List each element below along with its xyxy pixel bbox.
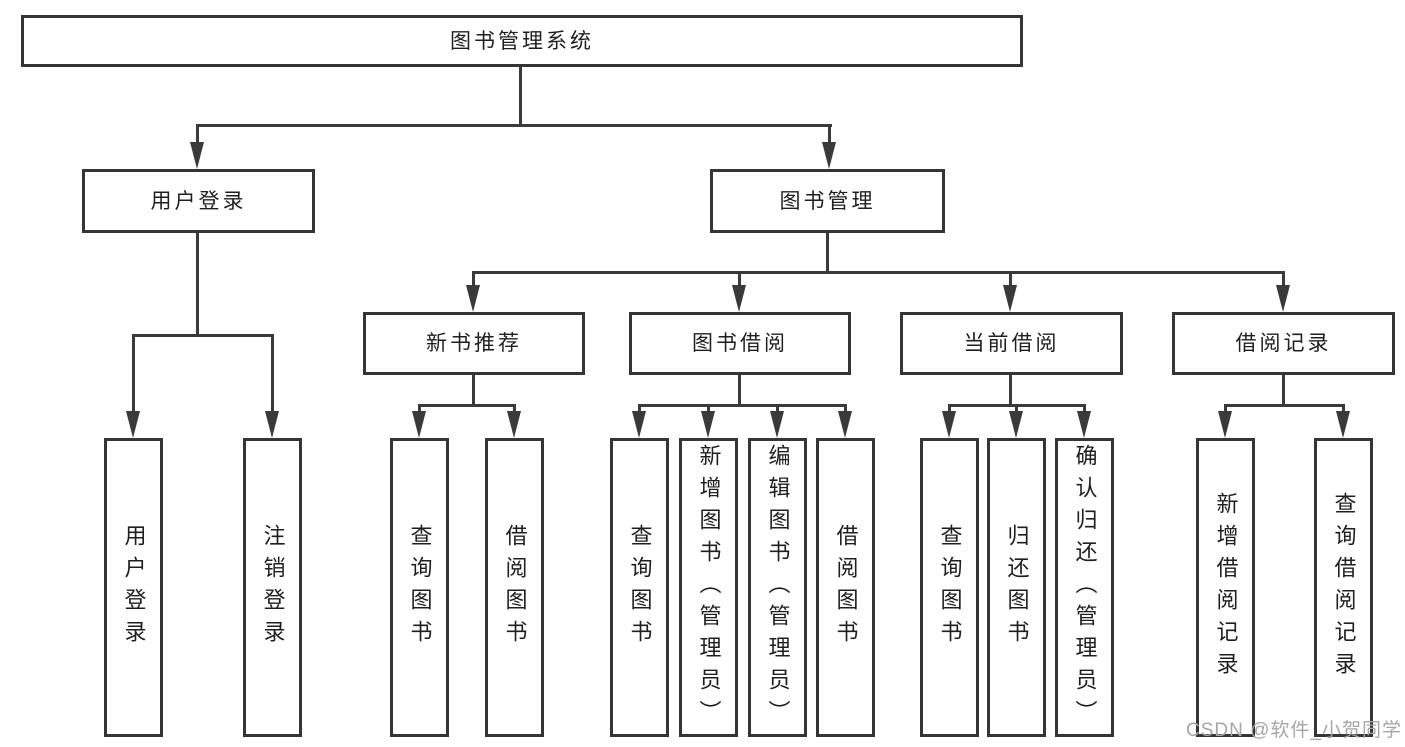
leaf-edit-books-admin: 编辑图书（管理员）	[748, 438, 807, 737]
node-library-management-system: 图书管理系统	[21, 15, 1023, 67]
leaf-label: 新增图书（管理员）	[696, 443, 722, 732]
arrow-down-icon	[822, 142, 836, 169]
node-new-book-recommend: 新书推荐	[363, 312, 585, 375]
leaf-borrow-books: 借阅图书	[816, 438, 875, 737]
leaf-label: 查询图书	[627, 523, 653, 652]
connector-borrow-records-trunk	[1282, 375, 1285, 407]
arrow-down-icon	[265, 411, 279, 438]
node-label: 新书推荐	[426, 332, 522, 355]
leaf-confirm-return-admin: 确认归还（管理员）	[1055, 438, 1114, 737]
leaf-label: 借阅图书	[502, 523, 528, 652]
arrow-down-icon	[1276, 285, 1290, 312]
arrow-down-icon	[942, 411, 956, 438]
leaf-borrow-books-recommend: 借阅图书	[485, 438, 544, 737]
csdn-watermark: CSDN @软件_小贺同学	[1186, 720, 1402, 741]
connector-book-borrow-trunk	[738, 375, 741, 407]
connector-stem-leaf	[844, 404, 847, 413]
leaf-user-login: 用户登录	[104, 438, 163, 737]
connector-book-borrow-branch	[638, 404, 847, 407]
leaf-query-borrow-record: 查询借阅记录	[1314, 438, 1373, 737]
connector-stem-book-management	[828, 124, 831, 146]
node-borrow-records: 借阅记录	[1172, 312, 1395, 375]
leaf-query-books-current: 查询图书	[920, 438, 979, 737]
leaf-query-books-borrow: 查询图书	[610, 438, 669, 737]
connector-stem-leaf	[1342, 404, 1345, 413]
arrow-down-icon	[126, 411, 140, 438]
leaf-label: 查询借阅记录	[1331, 491, 1357, 684]
arrow-down-icon	[838, 411, 852, 438]
connector-stem-current-borrow	[1009, 271, 1012, 288]
leaf-label: 查询图书	[937, 523, 963, 652]
connector-stem-leaf	[948, 404, 951, 413]
leaf-label: 注销登录	[260, 523, 286, 652]
leaf-label: 用户登录	[121, 523, 147, 652]
connector-stem-new-book-recommend	[472, 271, 475, 288]
node-book-management: 图书管理	[710, 169, 945, 233]
leaf-logout: 注销登录	[243, 438, 302, 737]
connector-book-management-trunk	[826, 233, 829, 274]
node-label: 图书管理系统	[450, 29, 594, 53]
connector-stem-leaf	[1224, 404, 1227, 413]
arrow-down-icon	[190, 142, 204, 169]
leaf-label: 新增借阅记录	[1213, 491, 1239, 684]
leaf-label: 确认归还（管理员）	[1072, 443, 1098, 732]
connector-root-branch	[196, 124, 832, 127]
arrow-down-icon	[701, 411, 715, 438]
connector-book-management-branch	[472, 271, 1285, 274]
node-label: 借阅记录	[1235, 332, 1332, 355]
arrow-down-icon	[412, 411, 426, 438]
connector-new-book-recommend-trunk	[472, 375, 475, 407]
leaf-label: 借阅图书	[833, 523, 859, 652]
connector-stem-leaf	[1083, 404, 1086, 413]
node-label: 图书管理	[779, 189, 876, 213]
connector-borrow-records-branch	[1224, 404, 1345, 407]
arrow-down-icon	[507, 411, 521, 438]
arrow-down-icon	[1003, 285, 1017, 312]
arrow-down-icon	[1336, 411, 1350, 438]
arrow-down-icon	[770, 411, 784, 438]
node-current-borrow: 当前借阅	[900, 312, 1123, 375]
arrow-down-icon	[632, 411, 646, 438]
connector-stem-leaf-logout	[271, 334, 274, 413]
leaf-return-books: 归还图书	[987, 438, 1046, 737]
node-label: 图书借阅	[692, 332, 788, 355]
leaf-label: 归还图书	[1004, 523, 1030, 652]
connector-stem-user-login	[196, 124, 199, 146]
leaf-label: 编辑图书（管理员）	[765, 443, 791, 732]
arrow-down-icon	[466, 285, 480, 312]
arrow-down-icon	[1218, 411, 1232, 438]
connector-stem-leaf	[1015, 404, 1018, 413]
node-user-login: 用户登录	[82, 169, 315, 233]
leaf-add-borrow-record: 新增借阅记录	[1196, 438, 1255, 737]
arrow-down-icon	[732, 285, 746, 312]
arrow-down-icon	[1009, 411, 1023, 438]
node-book-borrow: 图书借阅	[629, 312, 851, 375]
connector-stem-leaf	[707, 404, 710, 413]
connector-stem-borrow-records	[1282, 271, 1285, 288]
node-label: 用户登录	[150, 189, 247, 213]
connector-stem-leaf-user-login	[132, 334, 135, 413]
connector-current-borrow-trunk	[1009, 375, 1012, 407]
connector-stem-leaf	[638, 404, 641, 413]
connector-user-login-trunk	[196, 233, 199, 337]
connector-stem-leaf	[513, 404, 516, 413]
connector-stem-leaf	[418, 404, 421, 413]
leaf-query-books-recommend: 查询图书	[390, 438, 449, 737]
connector-new-book-recommend-branch	[418, 404, 516, 407]
connector-root-trunk	[519, 67, 522, 127]
arrow-down-icon	[1077, 411, 1091, 438]
leaf-add-books-admin: 新增图书（管理员）	[679, 438, 738, 737]
connector-user-login-branch	[132, 334, 274, 337]
leaf-label: 查询图书	[407, 523, 433, 652]
connector-stem-leaf	[776, 404, 779, 413]
connector-stem-book-borrow	[738, 271, 741, 288]
node-label: 当前借阅	[963, 332, 1060, 355]
